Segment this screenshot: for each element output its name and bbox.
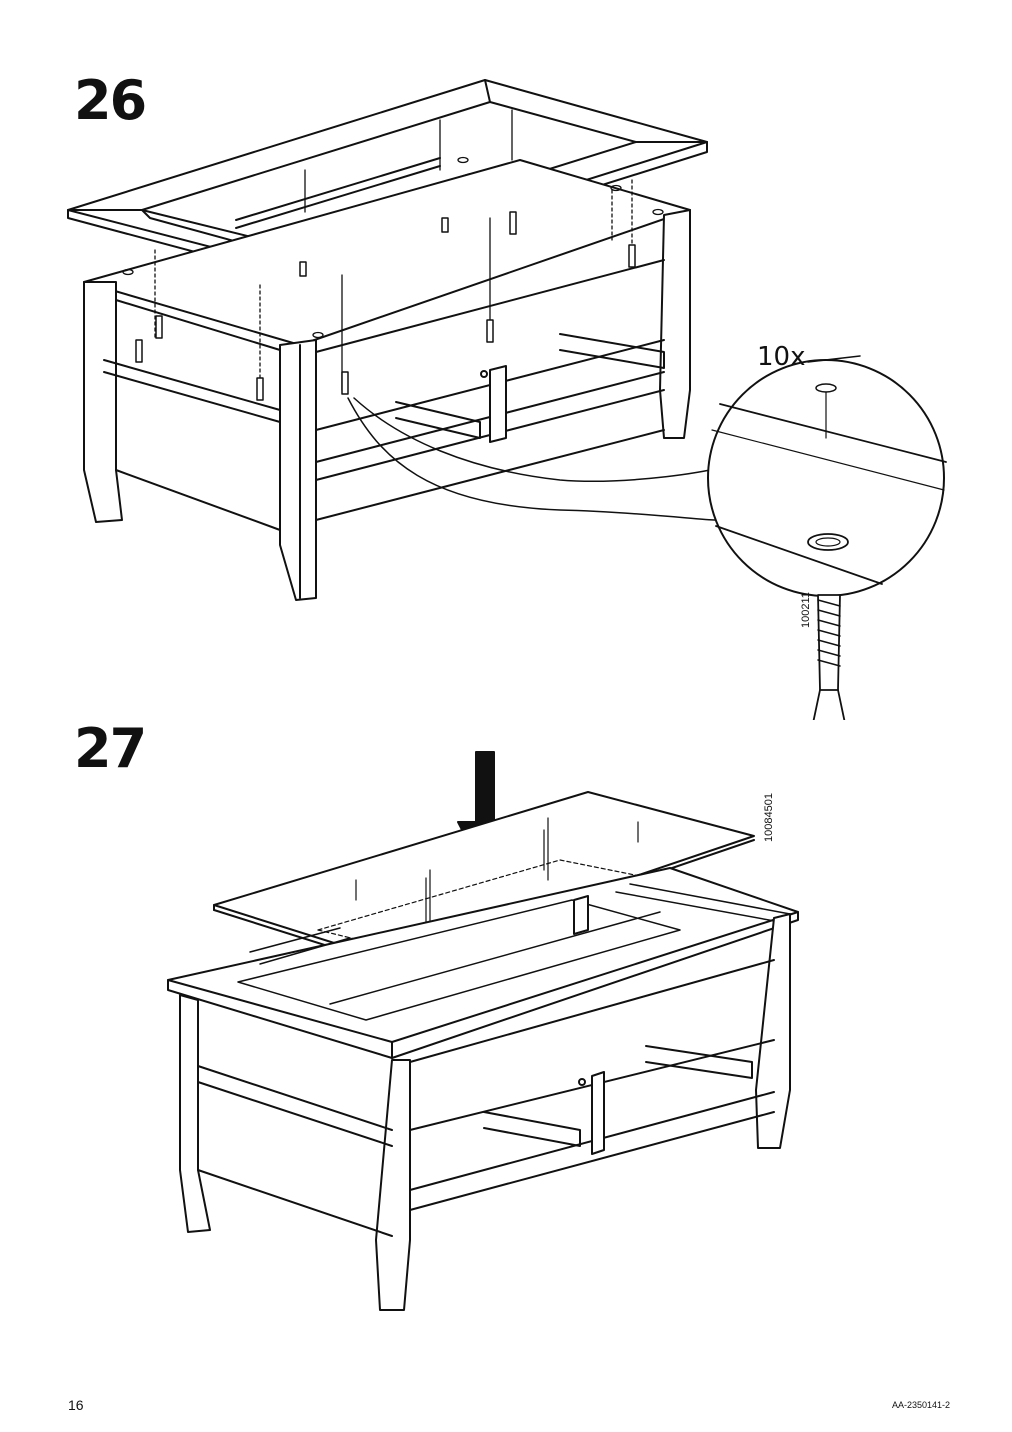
page-number: 16: [68, 1397, 84, 1413]
glass-part-id: 10084501: [763, 793, 775, 842]
screws-and-guides: [122, 109, 664, 401]
assembled-table: [167, 867, 799, 1311]
screw-part-icon: [812, 594, 846, 720]
quantity-label: 10x: [757, 342, 806, 372]
screw-part-id: 100211: [800, 592, 812, 628]
step-26-illustration: [67, 79, 947, 720]
glass-panel: [213, 791, 755, 966]
table-body: [83, 159, 691, 601]
down-arrow-icon: [457, 751, 513, 877]
step-26-number: 26: [74, 69, 147, 132]
document-id: AA-2350141-2: [891, 1400, 950, 1410]
step-27-number: 27: [74, 717, 147, 780]
detail-callout: [347, 355, 947, 597]
